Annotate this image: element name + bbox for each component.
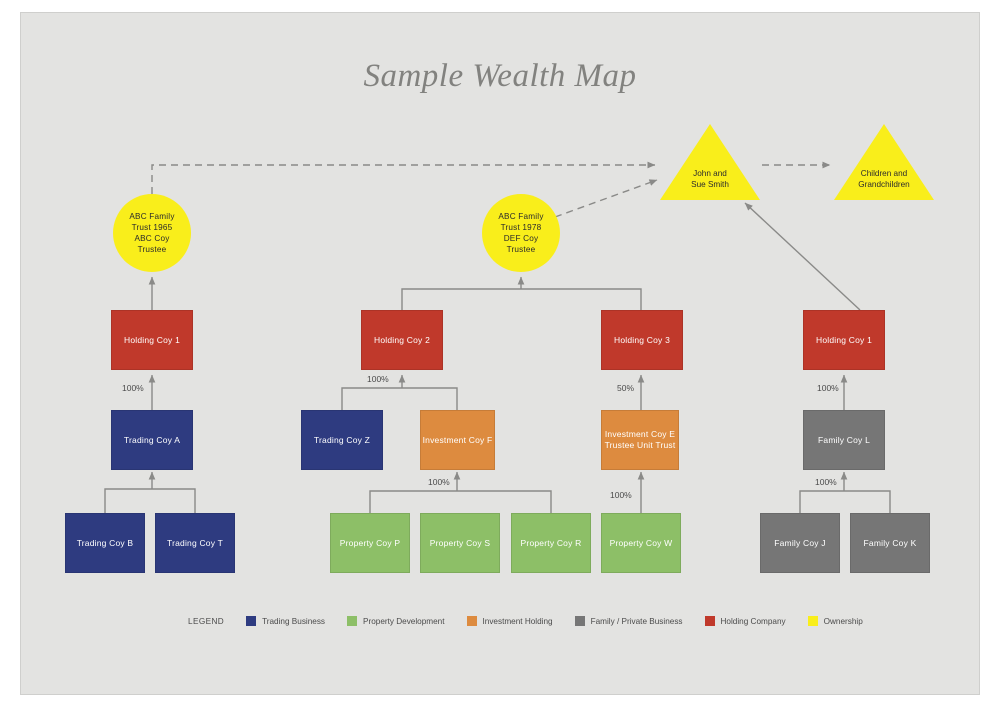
node-tradeT[interactable]: Trading Coy T <box>155 513 235 573</box>
edge-trust1965-johnsue <box>151 161 656 194</box>
triangle-children-grandchildren[interactable] <box>834 124 934 200</box>
node-propS[interactable]: Property Coy S <box>420 513 500 573</box>
legend-item-property-development: Property Development <box>347 616 445 626</box>
legend-swatch-icon <box>574 616 585 626</box>
edge-hold1r-johnsue <box>744 202 861 311</box>
pct-propW: 100% <box>610 490 632 500</box>
edge-props-bus <box>369 490 552 513</box>
node-hold1r[interactable]: Holding Coy 1 <box>803 310 885 370</box>
pct-investE: 50% <box>617 383 635 393</box>
node-familyL[interactable]: Family Coy L <box>803 410 885 470</box>
pct-familyJK: 100% <box>815 477 837 487</box>
legend-item-label: Property Development <box>363 616 445 626</box>
node-hold2[interactable]: Holding Coy 2 <box>361 310 443 370</box>
edge-familyJK-bus <box>799 490 891 513</box>
legend-item-label: Holding Company <box>720 616 786 626</box>
legend-item-label: Family / Private Business <box>590 616 683 626</box>
legend-swatch-icon <box>466 616 477 626</box>
legend-swatch-icon <box>246 616 257 626</box>
edge-trust1978-johnsue <box>554 179 658 218</box>
node-familyK[interactable]: Family Coy K <box>850 513 930 573</box>
node-propP[interactable]: Property Coy P <box>330 513 410 573</box>
legend-item-label: Trading Business <box>262 616 326 626</box>
pct-tradeZ-investF: 100% <box>367 374 389 384</box>
triangle-john-sue-smith[interactable] <box>660 124 760 200</box>
legend-item-holding-company: Holding Company <box>704 616 786 626</box>
legend-swatch-icon <box>347 616 358 626</box>
legend-item-label: Ownership <box>823 616 863 626</box>
node-investF[interactable]: Investment Coy F <box>420 410 495 470</box>
edge-tradeZ-investF-bus <box>341 387 458 410</box>
legend-swatch-icon <box>807 616 818 626</box>
edge-tradeBT-bus <box>104 488 196 513</box>
legend-item-family-private-business: Family / Private Business <box>574 616 683 626</box>
legend-item-investment-holding: Investment Holding <box>466 616 553 626</box>
node-propW[interactable]: Property Coy W <box>601 513 681 573</box>
node-tradeZ[interactable]: Trading Coy Z <box>301 410 383 470</box>
legend-swatch-icon <box>704 616 715 626</box>
legend-title: LEGEND <box>188 616 225 626</box>
node-tradeA[interactable]: Trading Coy A <box>111 410 193 470</box>
legend-item-ownership: Ownership <box>807 616 863 626</box>
pct-familyL: 100% <box>817 383 839 393</box>
node-hold3[interactable]: Holding Coy 3 <box>601 310 683 370</box>
node-hold1[interactable]: Holding Coy 1 <box>111 310 193 370</box>
pct-props: 100% <box>428 477 450 487</box>
node-familyJ[interactable]: Family Coy J <box>760 513 840 573</box>
page-title: Sample Wealth Map <box>363 58 637 94</box>
node-tradeB[interactable]: Trading Coy B <box>65 513 145 573</box>
legend: LEGEND Trading Business Property Developm… <box>188 616 885 626</box>
legend-item-label: Investment Holding <box>482 616 553 626</box>
legend-item-trading-business: Trading Business <box>246 616 325 626</box>
pct-tradeA: 100% <box>122 383 144 393</box>
node-propR[interactable]: Property Coy R <box>511 513 591 573</box>
